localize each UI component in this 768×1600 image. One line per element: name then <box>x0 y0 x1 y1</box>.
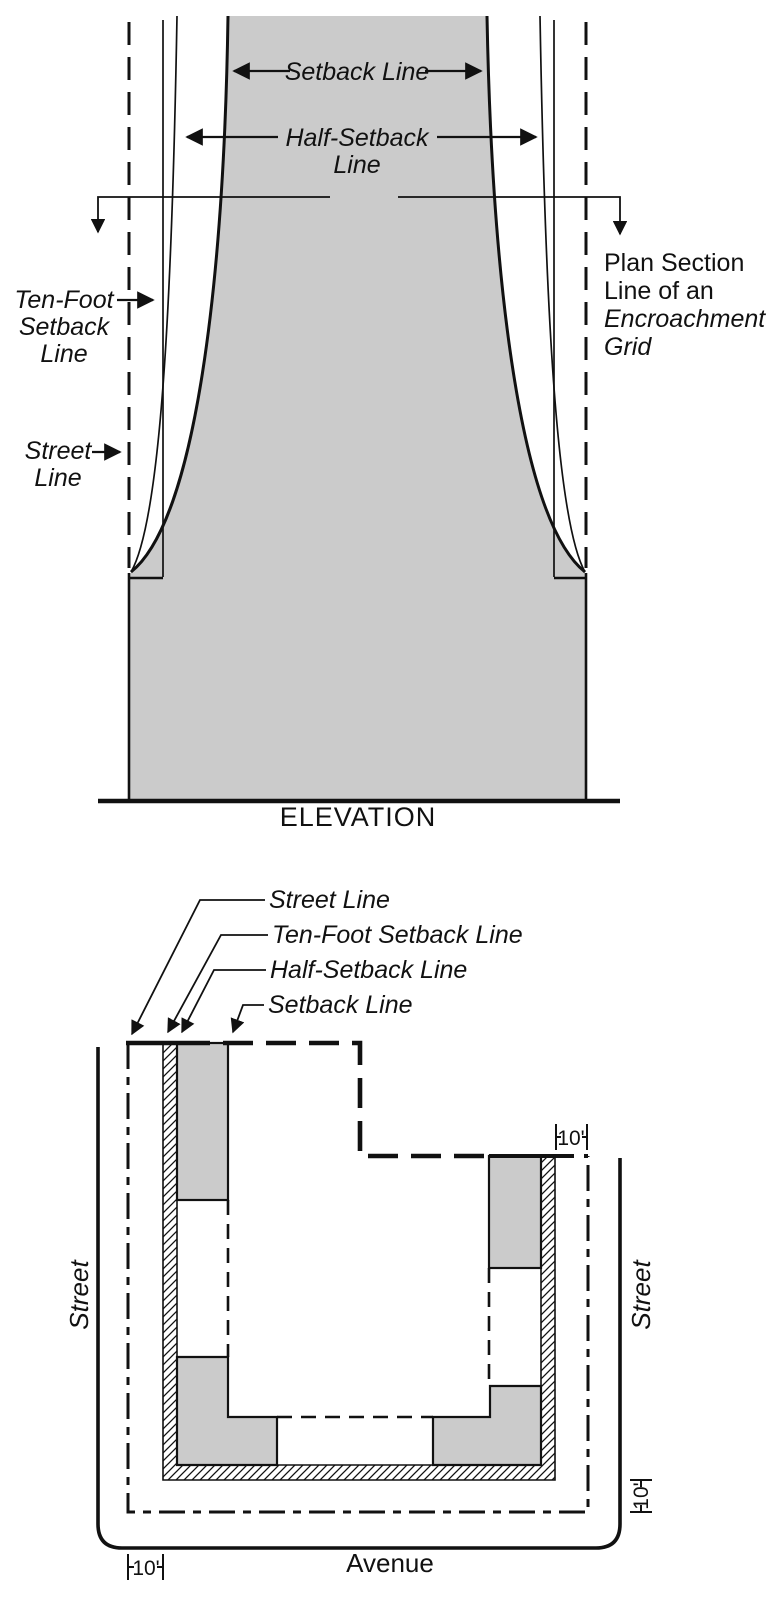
plan-section-label-3: Encroachment <box>604 305 766 333</box>
plan-leader-half-setback-arrow <box>181 969 266 1034</box>
elevation-caption: ELEVATION <box>280 802 437 832</box>
dimension-bottom-left: 10' <box>127 1554 164 1580</box>
plan-leader-ten-foot: Ten-Foot Setback Line <box>272 921 523 949</box>
gray-block-bottom-right <box>431 1384 543 1467</box>
plan-section-boundary-dashed <box>180 1040 489 1159</box>
half-setback-label-2: Line <box>333 151 380 179</box>
dim-top-right-text: 10' <box>557 1127 584 1150</box>
dimension-bottom-right: 10' <box>630 1479 653 1513</box>
plan-leader-setback-arrow <box>230 1004 264 1034</box>
half-setback-line-left <box>130 15 178 573</box>
plan-section-leader-left <box>90 196 330 234</box>
dimension-top-right: 10' <box>555 1124 588 1150</box>
plan-leader-setback: Setback Line <box>268 991 413 1019</box>
plan-view: Street Line Ten-Foot Setback Line Half-S… <box>64 886 656 1580</box>
street-block-boundary <box>96 1047 622 1550</box>
building-tower-silhouette <box>129 16 586 578</box>
plan-section-label-4: Grid <box>604 333 652 361</box>
setback-line-left-edge <box>130 15 230 574</box>
plan-leader-street-line: Street Line <box>269 886 390 914</box>
gray-block-top-right <box>487 1154 543 1270</box>
ten-foot-label-1: Ten-Foot <box>14 286 114 314</box>
street-line-label-2: Line <box>34 464 81 492</box>
street-label-left: Street <box>64 1259 94 1330</box>
plan-leader-ten-foot-arrow <box>167 934 268 1034</box>
ten-foot-label-3: Line <box>40 340 87 368</box>
street-line-plan <box>126 1043 590 1514</box>
dim-bottom-right-text: 10' <box>630 1482 653 1509</box>
plan-section-label-2: Line of an <box>604 277 714 305</box>
gray-block-top-left <box>175 1041 230 1202</box>
plan-section-label-1: Plan Section <box>604 249 744 277</box>
elevation-view: Setback Line Half-Setback Line Plan Sect… <box>14 15 766 832</box>
plan-leader-street-line-arrow <box>131 899 265 1036</box>
half-setback-label-1: Half-Setback <box>285 124 430 152</box>
ten-foot-label-2: Setback <box>19 313 111 341</box>
half-setback-line-right <box>539 15 586 573</box>
street-label-right: Street <box>626 1259 656 1330</box>
building-base <box>129 578 586 802</box>
dim-bottom-left-text: 10' <box>132 1557 159 1580</box>
plan-leader-half-setback: Half-Setback Line <box>270 956 467 984</box>
setback-line-right-edge <box>485 15 586 574</box>
street-line-label-1: Street <box>25 437 93 465</box>
gray-block-bottom-left <box>175 1355 279 1467</box>
avenue-label: Avenue <box>346 1548 434 1578</box>
plan-section-leader-right <box>398 196 628 236</box>
setback-line-label: Setback Line <box>285 58 430 86</box>
